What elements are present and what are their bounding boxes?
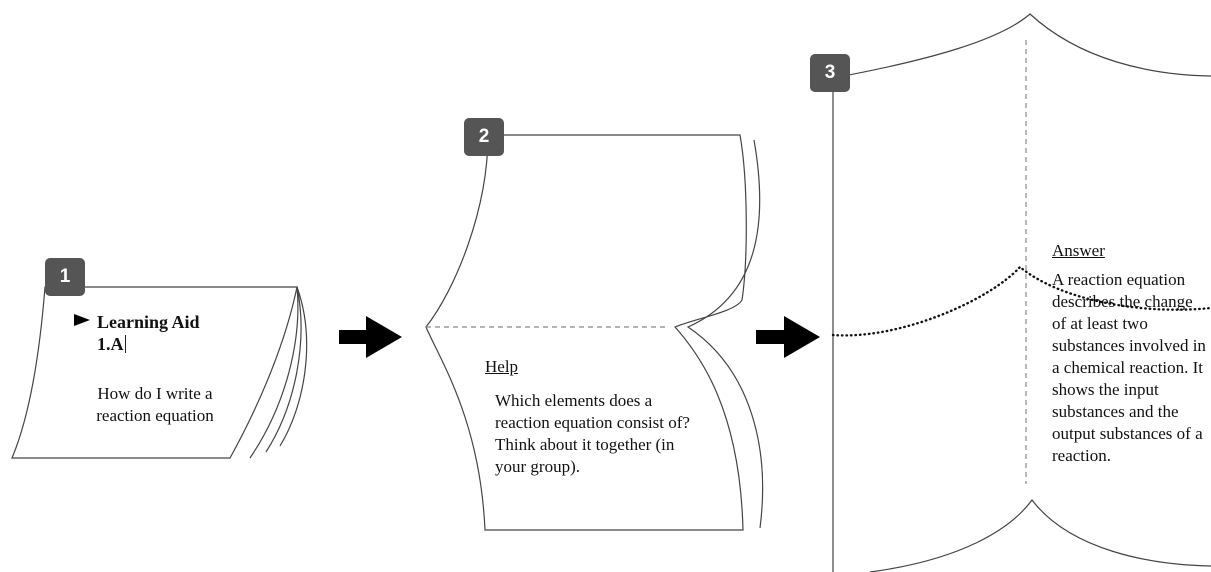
answer-body: A reaction equation describes the change…	[1052, 270, 1206, 465]
card-3-page	[831, 13, 1211, 572]
learning-aid-title-line1: Learning Aid	[97, 312, 200, 332]
card-2-page	[425, 134, 764, 531]
step-badge-2: 2	[464, 118, 504, 156]
learning-aid-title: Learning Aid 1.A	[97, 311, 247, 355]
text-cursor	[124, 335, 126, 353]
right-arrow-icon	[756, 316, 820, 358]
step-badge-1: 1	[45, 258, 85, 296]
help-heading: Help	[485, 357, 519, 376]
learning-aid-question: How do I write a reaction equation	[96, 384, 214, 425]
card-1-page	[11, 286, 308, 459]
step-badge-3: 3	[810, 54, 850, 92]
play-triangle-icon	[74, 314, 90, 326]
learning-aid-title-line2: 1.A	[97, 334, 124, 354]
right-arrow-icon	[339, 316, 402, 358]
help-body: Which elements does a reaction equation …	[495, 391, 690, 476]
answer-heading: Answer	[1052, 241, 1105, 260]
